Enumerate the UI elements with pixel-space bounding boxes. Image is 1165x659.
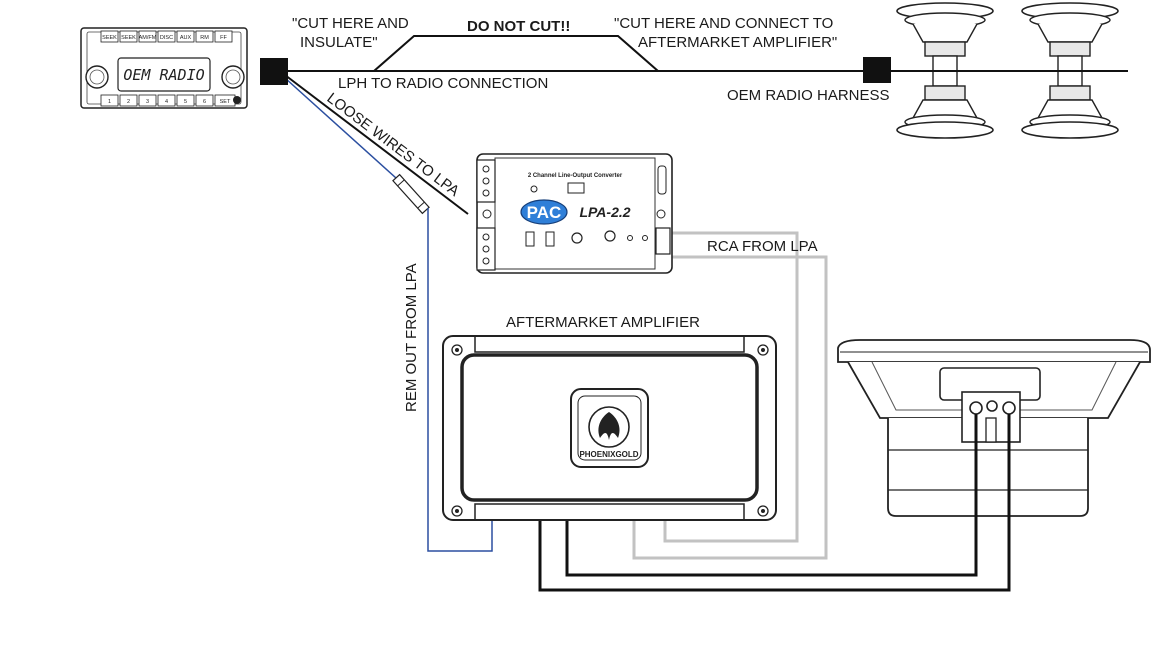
radio-top-button-label: RM	[200, 35, 209, 41]
radio-preset-button-4	[176, 94, 195, 107]
radio-preset-button-label: 2	[127, 99, 130, 105]
pac-logo-text: PAC	[527, 203, 562, 222]
oem-harness-connector	[863, 57, 891, 83]
radio-display	[117, 57, 211, 92]
lpa-converter: 2 Channel Line-Output Converter PAC LPA-…	[476, 153, 673, 274]
radio-top-button-label: DISC	[160, 35, 173, 41]
label-aftermarket-amp: AFTERMARKET AMPLIFIER	[506, 314, 700, 331]
radio-preset-button-label: 1	[108, 99, 111, 105]
bypass-wire	[373, 35, 659, 72]
label-cut-insulate-1: "CUT HERE AND	[292, 15, 409, 32]
inline-fuse	[392, 173, 430, 215]
subwoofer	[837, 339, 1151, 517]
rca-wire-2	[632, 255, 828, 560]
radio-left-knob	[85, 65, 109, 89]
rca-wire-1	[663, 231, 799, 543]
radio-preset-button-1	[119, 94, 138, 107]
radio-preset-button-label: 5	[184, 99, 187, 105]
amp-brand: PHOENIXGOLD	[579, 450, 638, 459]
label-do-not-cut: DO NOT CUT!!	[467, 18, 570, 35]
radio-preset-button-label: SET	[220, 99, 231, 105]
radio-right-knob	[221, 65, 245, 89]
radio-top-button-label: SEEK	[121, 35, 136, 41]
loose-wire-blue	[284, 77, 417, 197]
label-loose-wires: LOOSE WIRES TO LPA	[324, 90, 463, 200]
radio-preset-button-label: 4	[165, 99, 168, 105]
radio-preset-button-label: 3	[146, 99, 149, 105]
pac-logo	[520, 199, 568, 225]
radio-preset-button-0	[100, 94, 119, 107]
label-oem-harness: OEM RADIO HARNESS	[727, 87, 890, 104]
radio-preset-button-5	[195, 94, 214, 107]
radio-top-button-label: FF	[220, 35, 227, 41]
oem-speaker-left	[896, 2, 994, 139]
radio-top-button-1	[119, 30, 138, 43]
radio-preset-buttons: 1 2 3 4 5 6 SET	[100, 94, 236, 107]
label-cut-connect-2: AFTERMARKET AMPLIFIER"	[638, 34, 837, 51]
oem-speaker-right	[1021, 2, 1119, 139]
label-lph-to-radio: LPH TO RADIO CONNECTION	[338, 75, 548, 92]
radio-preset-button-3	[157, 94, 176, 107]
label-rem-out: REM OUT FROM LPA	[403, 263, 420, 412]
radio-preset-button-2	[138, 94, 157, 107]
radio-top-button-label: AM/FM	[139, 35, 157, 41]
label-cut-connect-1: "CUT HERE AND CONNECT TO	[614, 15, 833, 32]
radio-top-button-3	[157, 30, 176, 43]
loose-wire-black	[284, 74, 469, 215]
radio-top-button-label: AUX	[180, 35, 192, 41]
radio-top-button-2	[138, 30, 157, 43]
label-rca-from-lpa: RCA FROM LPA	[707, 238, 818, 255]
label-cut-insulate-2: INSULATE"	[300, 34, 378, 51]
radio-top-button-6	[214, 30, 233, 43]
radio-top-button-4	[176, 30, 195, 43]
radio-top-button-label: SEEK	[102, 35, 117, 41]
rem-wire	[427, 208, 493, 552]
aftermarket-amplifier: PHOENIXGOLD	[442, 335, 777, 521]
lph-connector	[260, 58, 288, 85]
lpa-model: LPA-2.2	[579, 204, 630, 220]
radio-display-text: OEM RADIO	[123, 66, 204, 84]
radio-eject-icon	[233, 96, 241, 104]
lpa-title: 2 Channel Line-Output Converter	[528, 173, 623, 179]
radio-preset-button-label: 6	[203, 99, 206, 105]
radio-top-button-5	[195, 30, 214, 43]
radio-top-button-0	[100, 30, 119, 43]
